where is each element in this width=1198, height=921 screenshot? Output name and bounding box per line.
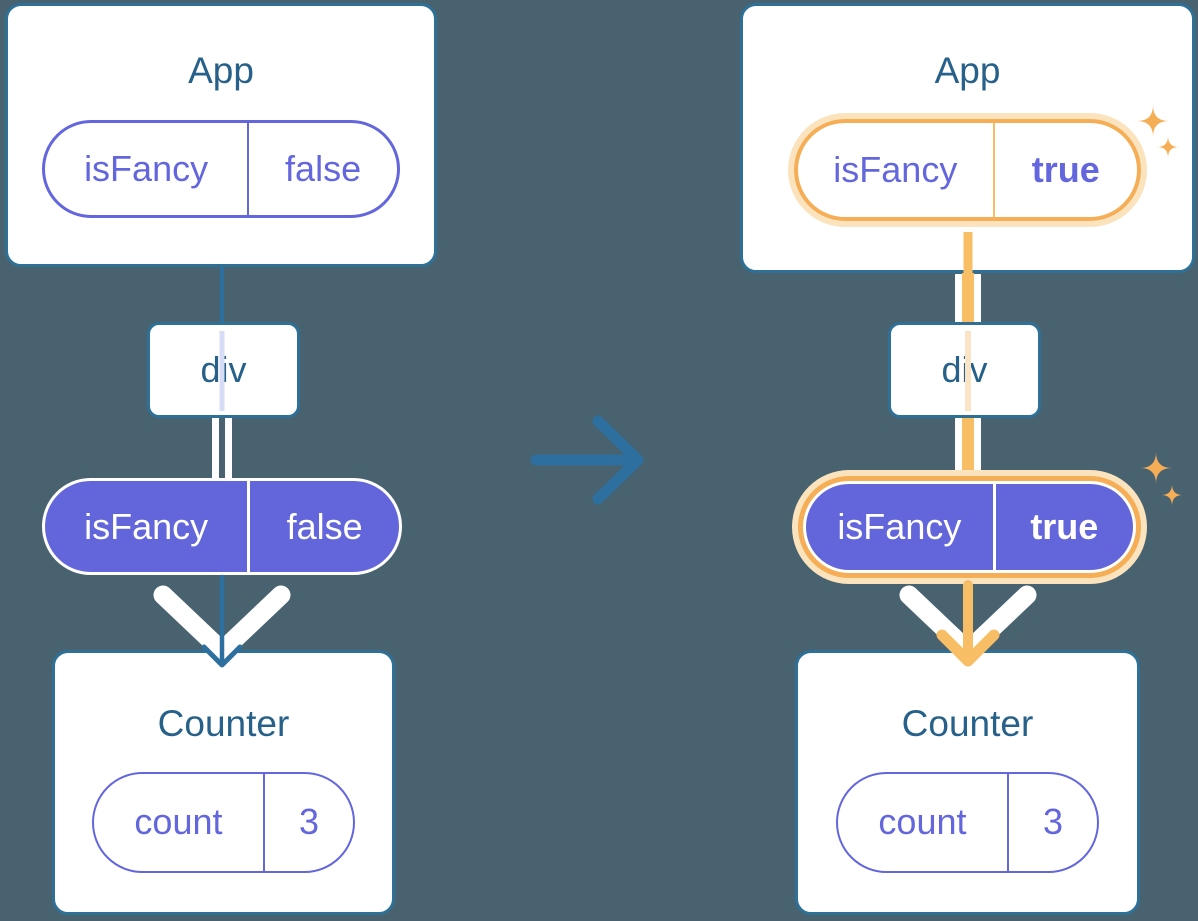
component-title: App — [188, 50, 254, 91]
transition-arrow-icon — [530, 415, 644, 505]
prop-pill-app-after: isFancy true — [794, 118, 1141, 221]
state-value: 3 — [1042, 801, 1063, 843]
sparkle-icon-pill-after — [1140, 452, 1183, 506]
chevron-arrow-icon-before — [153, 585, 291, 661]
div-node-after: div — [888, 322, 1041, 418]
state-name: count — [94, 773, 265, 871]
prop-name: isFancy — [806, 484, 996, 570]
prop-value: false — [286, 505, 363, 547]
connector-div-pill-after — [955, 417, 981, 484]
state-pill-before: count 3 — [92, 771, 355, 873]
prop-name: isFancy — [45, 122, 250, 215]
div-label: div — [200, 349, 247, 390]
counter-card-after: Counter count 3 — [795, 650, 1140, 915]
state-pill-after: count 3 — [836, 771, 1099, 873]
state-value: 3 — [298, 801, 319, 843]
app-card-before: App isFancy false — [5, 3, 437, 267]
connector-app-div-after — [955, 272, 981, 326]
counter-card-before: Counter count 3 — [52, 650, 395, 915]
prop-value: true — [1030, 506, 1099, 547]
prop-name: isFancy — [798, 122, 995, 217]
prop-name: isFancy — [45, 481, 251, 572]
passed-prop-pill-before: isFancy false — [42, 478, 402, 575]
prop-value: false — [285, 147, 362, 189]
chevron-arrow-icon-after — [899, 585, 1037, 661]
div-label: div — [941, 349, 988, 390]
state-name: count — [838, 773, 1009, 871]
app-card-after: App isFancy true — [740, 3, 1195, 273]
div-node-before: div — [147, 322, 300, 418]
passed-prop-pill-after: isFancy true — [803, 481, 1136, 573]
component-title: Counter — [901, 703, 1034, 744]
prop-value: true — [1031, 148, 1100, 190]
component-title: Counter — [157, 703, 290, 744]
component-title: App — [934, 50, 1001, 91]
prop-pill-app-before: isFancy false — [42, 119, 400, 218]
connector-div-pill-before — [212, 417, 232, 482]
